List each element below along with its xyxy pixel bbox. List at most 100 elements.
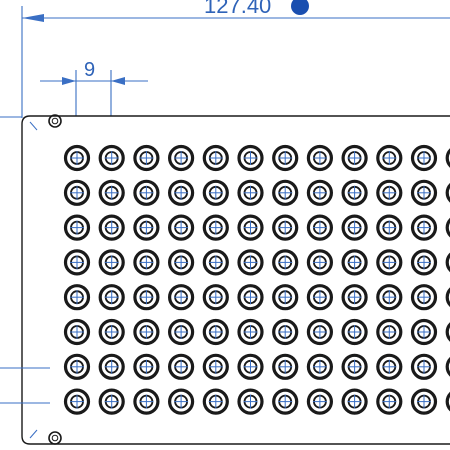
mounting-hole-top (48, 114, 62, 128)
terminal-hole (376, 214, 403, 241)
terminal-hole (445, 183, 450, 203)
width-dimension-marker (291, 0, 309, 15)
terminal-hole (445, 357, 450, 377)
terminal-hole (133, 179, 160, 206)
terminal-hole (202, 284, 229, 311)
hole-outer-ring (445, 183, 450, 203)
terminal-hole (133, 144, 160, 172)
terminal-hole (410, 214, 438, 241)
terminal-hole (272, 388, 299, 415)
hole-outer-ring (445, 148, 450, 168)
terminal-hole (410, 353, 438, 380)
terminal-hole (63, 144, 91, 172)
terminal-hole (237, 144, 264, 172)
terminal-hole (63, 249, 91, 276)
hole-outer-ring (445, 391, 450, 412)
terminal-hole (237, 353, 264, 380)
mounting-hole-bottom (48, 431, 62, 445)
corner-mark-bottom (29, 429, 38, 439)
terminal-hole (168, 179, 195, 206)
terminal-hole (237, 318, 264, 346)
terminal-hole (410, 179, 438, 206)
terminal-hole (63, 388, 91, 415)
terminal-hole (168, 144, 195, 172)
corner-mark-top (29, 121, 38, 131)
pitch-arrowhead-left (62, 77, 76, 85)
terminal-hole (237, 179, 264, 206)
width-dimension-label: 127.40 (204, 0, 271, 18)
terminal-hole (445, 252, 450, 273)
terminal-hole (202, 179, 229, 206)
terminal-hole (306, 388, 333, 415)
terminal-hole (133, 353, 160, 380)
terminal-hole (98, 249, 125, 276)
terminal-hole (168, 318, 195, 346)
terminal-hole (98, 318, 125, 346)
terminal-hole (376, 388, 403, 415)
terminal-hole (202, 144, 229, 172)
terminal-hole (306, 284, 333, 311)
terminal-hole (341, 179, 368, 206)
terminal-hole (445, 217, 450, 238)
terminal-hole (341, 353, 368, 380)
terminal-hole (445, 148, 450, 168)
hole-outer-ring (445, 357, 450, 377)
hole-outer-ring (445, 322, 450, 342)
terminal-hole (168, 353, 195, 380)
overall-width-dimension: 127.40 (21, 0, 450, 118)
pitch-dimension: 9 (40, 59, 148, 132)
terminal-hole (341, 214, 368, 241)
terminal-hole (202, 388, 229, 415)
terminal-hole (202, 318, 229, 346)
terminal-hole (133, 284, 160, 311)
terminal-hole (306, 249, 333, 276)
terminal-hole (98, 388, 125, 415)
terminal-hole (306, 179, 333, 206)
terminal-hole (306, 214, 333, 241)
terminal-hole (63, 353, 91, 380)
hole-outer-ring (445, 217, 450, 238)
terminal-hole (237, 249, 264, 276)
terminal-hole (272, 214, 299, 241)
terminal-hole (376, 144, 403, 172)
terminal-hole (63, 284, 91, 311)
terminal-hole (237, 284, 264, 311)
terminal-hole (445, 287, 450, 307)
hole-outer-ring (445, 252, 450, 273)
pitch-arrowhead-right (111, 77, 125, 85)
pitch-dimension-label: 9 (84, 59, 95, 81)
terminal-hole (168, 388, 195, 415)
terminal-hole (168, 284, 195, 311)
terminal-hole (63, 179, 91, 206)
terminal-hole (133, 249, 160, 276)
terminal-hole (272, 284, 299, 311)
terminal-hole (445, 322, 450, 342)
terminal-hole (98, 284, 125, 311)
terminal-hole (272, 144, 299, 172)
terminal-hole (410, 144, 438, 172)
terminal-hole (202, 353, 229, 380)
terminal-hole (376, 318, 403, 346)
terminal-hole (133, 214, 160, 241)
terminal-hole (133, 388, 160, 415)
terminal-hole (306, 318, 333, 346)
terminal-hole (306, 353, 333, 380)
terminal-hole (341, 284, 368, 311)
terminal-hole (98, 179, 125, 206)
terminal-hole (410, 284, 438, 311)
terminal-hole (410, 249, 438, 276)
terminal-hole (63, 214, 91, 241)
terminal-hole (376, 179, 403, 206)
terminal-hole (376, 284, 403, 311)
terminal-hole (63, 318, 91, 346)
terminal-hole (202, 249, 229, 276)
terminal-hole (272, 249, 299, 276)
terminal-hole (98, 144, 125, 172)
terminal-hole (237, 388, 264, 415)
terminal-hole (376, 353, 403, 380)
terminal-hole (376, 249, 403, 276)
terminal-hole (237, 214, 264, 241)
terminal-hole (341, 144, 368, 172)
terminal-hole (272, 179, 299, 206)
